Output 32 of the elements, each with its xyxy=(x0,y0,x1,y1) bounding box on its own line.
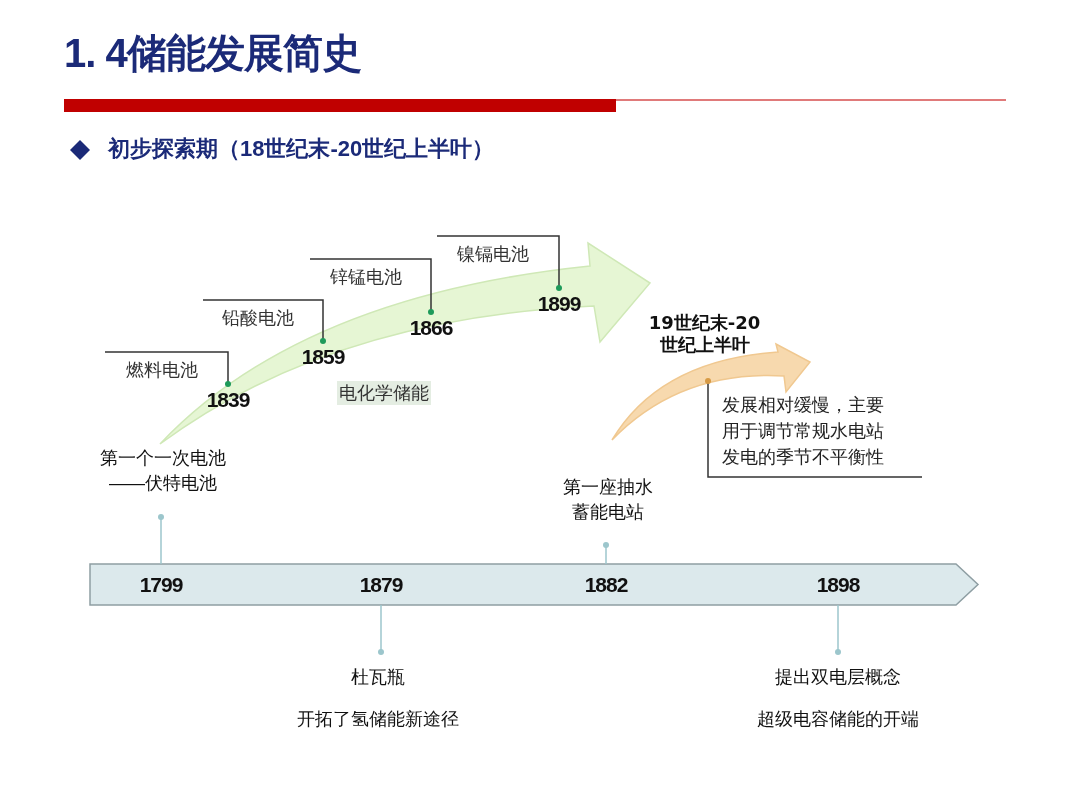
event-description: 开拓了氢储能新途径 xyxy=(297,708,459,731)
year-label: 1898 xyxy=(816,572,860,597)
leader-line xyxy=(158,514,164,565)
leader-line xyxy=(378,604,384,655)
leader-line xyxy=(436,235,562,291)
leader-line xyxy=(309,258,434,315)
year-label: 1879 xyxy=(359,572,403,597)
year-label: 1899 xyxy=(537,292,581,317)
period-label: 19世纪末-20世纪上半叶 xyxy=(647,312,762,356)
year-label: 1859 xyxy=(301,345,345,370)
year-label: 1866 xyxy=(409,316,453,341)
battery-label: 铅酸电池 xyxy=(222,307,294,330)
leader-line xyxy=(705,378,923,478)
note-text: 发展相对缓慢，主要用于调节常规水电站发电的季节不平衡性 xyxy=(722,394,885,470)
year-label: 1882 xyxy=(584,572,628,597)
leader-line xyxy=(104,351,231,387)
section-heading: 初步探索期（18世纪末-20世纪上半叶） xyxy=(108,135,495,163)
year-label: 1799 xyxy=(139,572,183,597)
event-title: 杜瓦瓶 xyxy=(351,666,405,689)
year-label: 1839 xyxy=(206,388,250,413)
category-label: 电化学储能 xyxy=(337,381,431,405)
leader-line xyxy=(603,542,609,565)
leader-line xyxy=(835,604,841,655)
battery-label: 燃料电池 xyxy=(125,359,198,382)
event-description: 超级电容储能的开端 xyxy=(757,708,919,731)
battery-label: 锌锰电池 xyxy=(329,266,402,289)
event-title: 提出双电层概念 xyxy=(775,666,901,689)
slide-title: 1. 4储能发展简史 xyxy=(64,30,361,77)
event-title: 第一座抽水蓄能电站 xyxy=(562,475,654,524)
event-title: 第一个一次电池——伏特电池 xyxy=(99,446,227,495)
leader-line xyxy=(202,299,326,344)
battery-label: 镍镉电池 xyxy=(457,243,529,266)
